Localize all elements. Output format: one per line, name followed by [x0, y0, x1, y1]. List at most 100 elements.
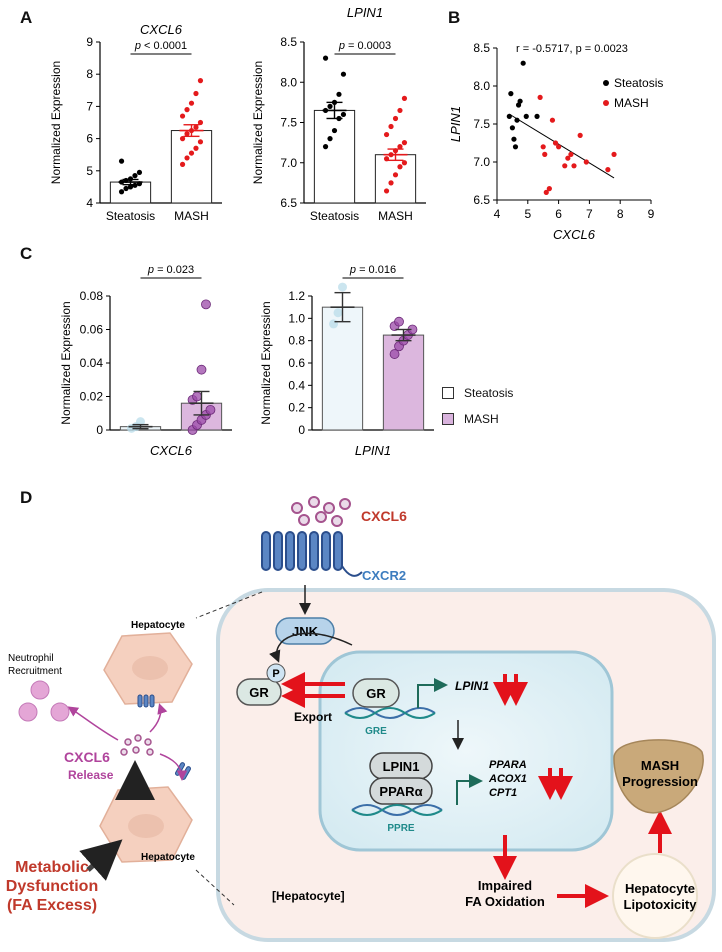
- y-tick-label: 0.08: [80, 289, 104, 303]
- legend-label-steatosis: Steatosis: [464, 386, 514, 400]
- y-tick-label: 1.0: [288, 311, 305, 325]
- gr-left-label: GR: [249, 685, 269, 700]
- legend-swatch-mash: [442, 413, 454, 425]
- data-point: [136, 169, 143, 176]
- impaired-line1: Impaired: [478, 878, 532, 893]
- cxcr2-receptor: [261, 531, 363, 577]
- neutrophil-line1: Neutrophil: [8, 653, 54, 664]
- data-point: [383, 188, 390, 194]
- target-gene-1: PPARA: [489, 759, 527, 771]
- data-point: [197, 78, 204, 84]
- data-point: [336, 91, 342, 97]
- x-axis-label: CXCL6: [150, 443, 193, 458]
- data-point: [197, 139, 204, 145]
- cxcr2-label: CXCR2: [362, 568, 406, 583]
- y-axis-label: Normalized Expression: [251, 61, 265, 184]
- y-tick-label: 7.0: [473, 155, 490, 169]
- dna-gre-strand1: [344, 707, 436, 719]
- y-tick-label: 0.04: [80, 356, 104, 370]
- legend-swatch-steatosis: [442, 387, 454, 399]
- zoom-line-top: [195, 591, 263, 619]
- hepatocyte-bottom-nucleus: [128, 814, 164, 838]
- arrow-to-neutrophil: [67, 706, 119, 741]
- y-tick-label: 8.0: [280, 75, 297, 89]
- data-point: [392, 172, 399, 178]
- impaired-line2: FA Oxidation: [465, 894, 545, 909]
- data-point: [331, 127, 338, 134]
- panel-label-d: D: [20, 488, 33, 507]
- target-down-arrows: [538, 768, 573, 800]
- data-point: [392, 115, 399, 122]
- mash-progression-line1: MASH: [641, 758, 679, 773]
- neutrophil-line2: Recruitment: [8, 666, 62, 677]
- p-value-label: p = 0.023: [147, 264, 194, 276]
- data-point: [179, 161, 186, 167]
- y-tick-label: 0: [298, 423, 305, 437]
- y-tick-label: 0.06: [80, 323, 104, 337]
- data-point: [512, 144, 519, 150]
- panel-label-c: C: [20, 244, 33, 263]
- data-point: [123, 185, 129, 192]
- data-point: [394, 316, 404, 327]
- data-point: [188, 100, 195, 106]
- arrow-to-top-hepatocyte: [149, 703, 168, 733]
- data-point: [583, 159, 589, 165]
- lipotox-line2: Lipotoxicity: [624, 897, 698, 912]
- data-point: [201, 299, 211, 310]
- data-point: [322, 144, 329, 150]
- data-point: [388, 180, 394, 186]
- data-point: [388, 123, 394, 130]
- arrow-metabolic: [79, 839, 123, 881]
- data-point: [383, 131, 390, 138]
- y-axis-label: LPIN1: [448, 106, 463, 142]
- lpin1-down-arrows: [493, 674, 528, 706]
- data-point: [397, 164, 403, 170]
- zoom-line-bottom: [195, 869, 235, 906]
- data-point: [193, 90, 199, 97]
- y-tick-label: 0.4: [288, 378, 305, 392]
- dna-ppre-strand2: [351, 804, 443, 816]
- x-tick-label: Steatosis: [310, 209, 359, 223]
- data-point: [193, 124, 199, 130]
- data-point: [179, 136, 186, 142]
- data-point: [118, 158, 125, 164]
- y-tick-label: 0.02: [80, 390, 104, 404]
- data-point: [540, 144, 546, 150]
- ppara-protein-label: PPARα: [379, 784, 422, 799]
- arrow-to-bottom-hepatocyte: [159, 753, 188, 781]
- x-tick-label: 7: [586, 207, 593, 221]
- data-point: [127, 184, 134, 190]
- gr-right-label: GR: [366, 686, 386, 701]
- data-point: [571, 163, 577, 169]
- data-point: [397, 144, 403, 150]
- y-tick-label: 9: [86, 35, 93, 49]
- jnk-node: [275, 617, 335, 645]
- y-tick-label: 6.5: [280, 196, 297, 210]
- x-tick-label: 9: [648, 207, 655, 221]
- data-point: [322, 55, 329, 61]
- data-point: [562, 163, 568, 169]
- y-tick-label: 1.2: [288, 289, 305, 303]
- jnk-label: JNK: [292, 624, 319, 639]
- hepatocyte-top-nucleus: [132, 656, 168, 680]
- data-point: [184, 107, 190, 113]
- data-point: [184, 155, 190, 161]
- data-point: [184, 131, 190, 137]
- legend-label-mash: MASH: [464, 412, 499, 426]
- data-point: [197, 119, 204, 126]
- hepatocyte-top-receptor: [137, 694, 155, 708]
- metabolic-line3: (FA Excess): [7, 897, 97, 914]
- regression-line: [509, 113, 615, 179]
- data-point: [523, 113, 529, 119]
- cxcl6-label: CXCL6: [361, 508, 407, 524]
- x-tick-label: 4: [494, 207, 501, 221]
- data-point: [577, 132, 583, 138]
- data-point: [401, 140, 408, 146]
- data-point: [546, 186, 552, 192]
- data-point: [556, 144, 562, 150]
- y-tick-label: 0: [96, 423, 103, 437]
- lpin1-gene-label: LPIN1: [455, 679, 489, 693]
- data-point: [389, 349, 400, 359]
- data-point: [534, 113, 540, 119]
- y-tick-label: 7.5: [473, 117, 490, 131]
